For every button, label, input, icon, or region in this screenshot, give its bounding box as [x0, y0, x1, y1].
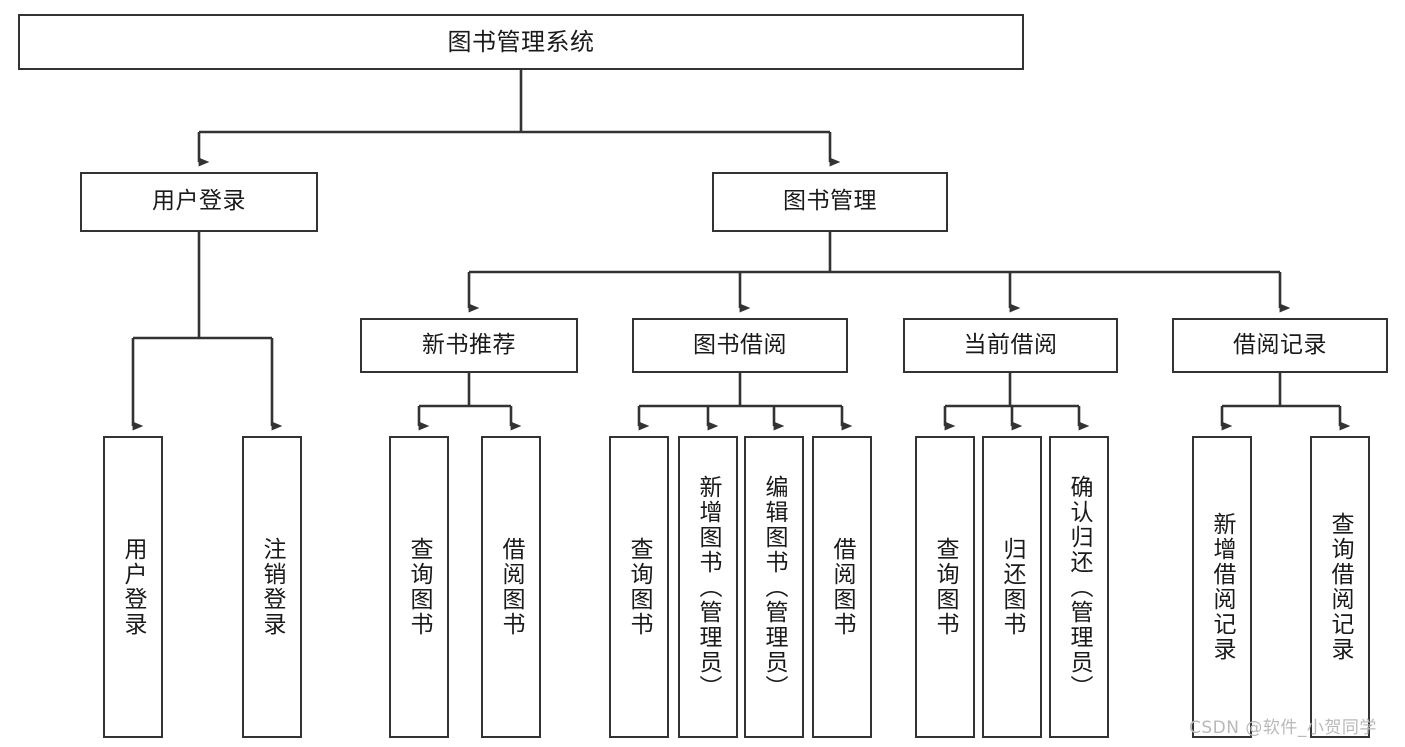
- node-leaf-edit-book-admin[interactable]: 编辑图书（管理员）: [744, 436, 804, 738]
- node-leaf-user-logout[interactable]: 注销登录: [242, 436, 302, 738]
- node-level3-new-book-recommend[interactable]: 新书推荐: [360, 318, 578, 373]
- node-level3-borrow-record[interactable]: 借阅记录: [1172, 318, 1388, 373]
- node-level3-current-borrow[interactable]: 当前借阅: [903, 318, 1118, 373]
- node-leaf-confirm-return-admin[interactable]: 确认归还（管理员）: [1049, 436, 1109, 738]
- node-leaf-user-login[interactable]: 用户登录: [103, 436, 163, 738]
- node-leaf-return-book[interactable]: 归还图书: [982, 436, 1042, 738]
- csdn-watermark: CSDN @软件_小贺同学: [1189, 718, 1377, 738]
- node-leaf-borrow-book-recommend[interactable]: 借阅图书: [481, 436, 541, 738]
- node-leaf-query-borrow-record[interactable]: 查询借阅记录: [1310, 436, 1370, 738]
- node-level2-book-management[interactable]: 图书管理: [712, 172, 948, 232]
- node-level3-book-borrow[interactable]: 图书借阅: [632, 318, 848, 373]
- node-leaf-query-book-recommend[interactable]: 查询图书: [389, 436, 449, 738]
- node-root[interactable]: 图书管理系统: [18, 14, 1024, 70]
- node-leaf-borrow-book[interactable]: 借阅图书: [812, 436, 872, 738]
- node-leaf-add-book-admin[interactable]: 新增图书（管理员）: [678, 436, 738, 738]
- node-leaf-query-book-borrow[interactable]: 查询图书: [609, 436, 669, 738]
- node-leaf-add-borrow-record[interactable]: 新增借阅记录: [1192, 436, 1252, 738]
- node-level2-user-login[interactable]: 用户登录: [80, 172, 318, 232]
- node-leaf-query-book-current[interactable]: 查询图书: [915, 436, 975, 738]
